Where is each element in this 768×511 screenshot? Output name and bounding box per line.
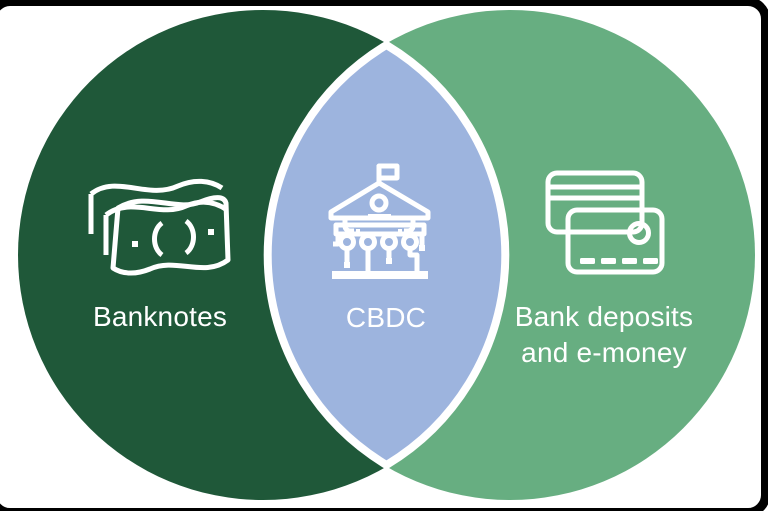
circuit-node: [356, 229, 360, 233]
circuit-node: [398, 229, 402, 233]
label-bank-deposits-line2: and e-money: [521, 337, 687, 368]
circuit-key: [401, 233, 419, 251]
circuit-key: [380, 233, 398, 251]
pediment-bar: [368, 214, 391, 220]
pediment-circle: [369, 193, 389, 213]
card-number-dash: [601, 258, 616, 264]
circuit-node: [344, 262, 350, 268]
entablature-bar: [333, 222, 427, 237]
banknotes-icon: [88, 178, 231, 276]
banknote-left-dot: [132, 241, 138, 247]
pediment: [328, 180, 431, 221]
central-bank-circuit-icon: [328, 163, 431, 279]
card-contactless-circle: [627, 221, 651, 245]
circuit-key: [359, 233, 377, 251]
circuit-node: [419, 245, 425, 251]
circuit-trace: [407, 249, 420, 271]
banknote-left-paren: [152, 220, 164, 258]
card-number-dash: [643, 258, 658, 264]
label-banknotes: Banknotes: [92, 301, 228, 332]
payment-cards-icon: [545, 170, 665, 275]
front-banknote: [110, 195, 231, 276]
banknote-right-dot: [208, 229, 214, 235]
label-bank-deposits-line1: Bank deposits: [514, 301, 694, 332]
back-card: [545, 170, 645, 235]
label-cbdc: CBDC: [345, 302, 427, 333]
banknote-right-paren: [184, 218, 196, 256]
front-card: [565, 207, 665, 275]
circuit-node: [386, 258, 392, 264]
base-bar: [332, 271, 428, 279]
flag: [376, 163, 400, 181]
card-number-dash: [580, 258, 595, 264]
label-bank-deposits: Bank deposits and e-money: [474, 299, 734, 371]
circuit-trace: [333, 234, 341, 247]
card-number-dash: [622, 258, 637, 264]
